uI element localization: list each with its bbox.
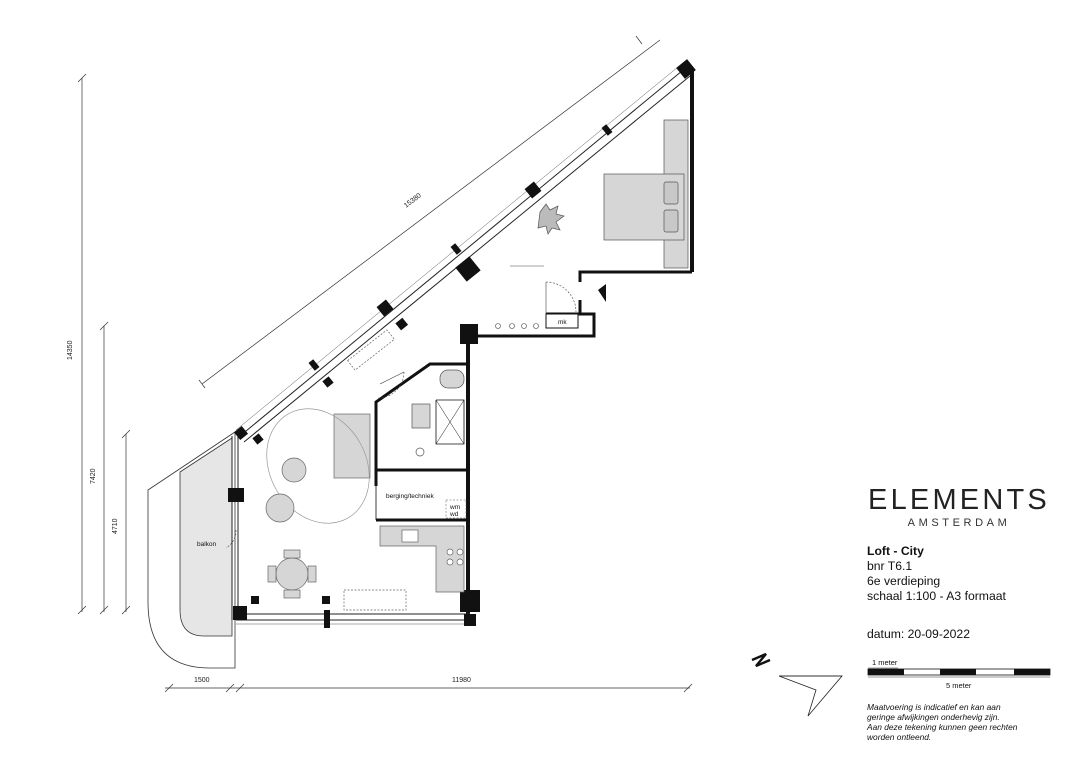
unit-title: Loft - City <box>867 544 924 558</box>
washer-label: wm <box>449 504 460 511</box>
dim-total-height: 14350 <box>67 340 74 360</box>
columns <box>228 59 696 628</box>
living-furniture <box>265 329 407 611</box>
exterior-walls <box>231 61 694 626</box>
scale-label-5m: 5 meter <box>946 681 972 690</box>
dim-main-width: 11980 <box>452 677 471 684</box>
north-arrow-icon <box>751 652 843 717</box>
disclaimer-line: geringe afwijkingen onderhevig zijn. <box>867 712 1000 722</box>
dimension-lines <box>77 35 693 693</box>
unit-info: Loft - City bnr T6.1 6e verdieping schaa… <box>867 544 1006 604</box>
disclaimer-line: worden ontleend. <box>867 732 932 742</box>
room-storage: berging/techniek <box>386 493 434 500</box>
disclaimer-line: Aan deze tekening kunnen geen rechten <box>867 722 1018 732</box>
brand-city: AMSTERDAM <box>907 517 1011 529</box>
unit-floor: 6e verdieping <box>867 574 941 588</box>
dim-diagonal: 15380 <box>403 192 423 209</box>
bathroom-fixtures <box>411 369 465 457</box>
dim-height-low: 4710 <box>112 518 119 534</box>
scale-bar <box>867 667 1051 678</box>
dim-balcony-width: 1500 <box>194 677 210 684</box>
unit-number: bnr T6.1 <box>867 559 913 573</box>
drawing-date: datum: 20-09-2022 <box>867 627 970 641</box>
hall-fixtures <box>495 323 539 329</box>
doors <box>225 265 577 549</box>
meter-cupboard <box>545 313 579 329</box>
room-meter-cupboard: mk <box>558 319 567 326</box>
washer-dryer-area <box>445 499 467 519</box>
brand-logo: ELEMENTS AMSTERDAM <box>868 485 1050 530</box>
dim-height-mid: 7420 <box>90 468 97 484</box>
kitchen <box>379 525 465 593</box>
disclaimer: Maatvoering is indicatief en kan aan ger… <box>867 702 1067 742</box>
bedroom-furniture <box>537 119 689 269</box>
scale-label-1m: 1 meter <box>872 658 898 667</box>
interior-walls <box>374 362 468 522</box>
disclaimer-line: Maatvoering is indicatief en kan aan <box>867 702 1001 712</box>
dryer-label: wd <box>449 511 459 518</box>
balcony <box>147 431 236 669</box>
brand-name: ELEMENTS <box>868 484 1050 516</box>
room-balcony: balkon <box>197 541 217 548</box>
unit-scale: schaal 1:100 - A3 formaat <box>867 589 1006 603</box>
